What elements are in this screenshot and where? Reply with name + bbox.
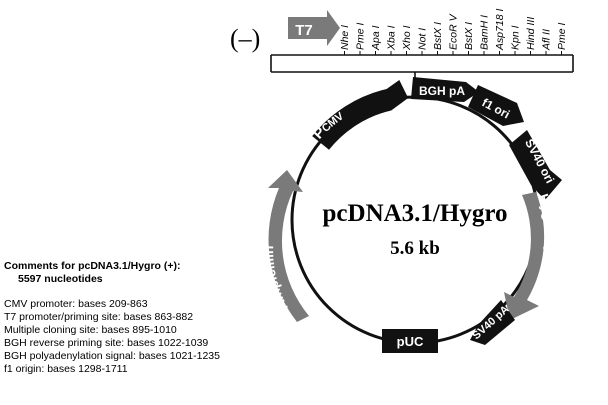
plasmid-size: 5.6 kb	[390, 238, 440, 259]
comment-line: T7 promoter/priming site: bases 863-882	[4, 311, 194, 323]
restriction-site-label: Hind III	[525, 17, 537, 50]
restriction-site-label: Kpn I	[510, 25, 522, 50]
restriction-site-label: Pme I	[556, 22, 568, 50]
restriction-site-label: Pme I	[355, 22, 367, 50]
restriction-site-label: EcoR V	[448, 13, 460, 50]
sv40-pa-arrow	[470, 300, 515, 345]
restriction-site-label: Not I	[417, 28, 429, 50]
comments-panel: Comments for pcDNA3.1/Hygro (+): 5597 nu…	[4, 260, 294, 376]
comment-line: BGH polyadenylation signal: bases 1021-1…	[4, 350, 220, 362]
restriction-site-label: BstX I	[463, 22, 475, 50]
puc-box	[382, 329, 438, 353]
comment-line: f1 origin: bases 1298-1711	[4, 363, 128, 375]
hygromycin-arrow	[504, 192, 545, 320]
ampicillin-arrow	[268, 170, 309, 322]
comments-heading: Comments for pcDNA3.1/Hygro (+):	[4, 260, 181, 272]
restriction-site-label: Nhe I	[339, 25, 351, 50]
comment-line: BGH reverse priming site: bases 1022-103…	[4, 337, 209, 349]
comment-line: Multiple cloning site: bases 895-1010	[4, 324, 177, 336]
restriction-site-label: Xba I	[386, 25, 398, 51]
plasmid-name: pcDNA3.1/Hygro	[323, 200, 508, 227]
restriction-site-label: Afl II	[541, 29, 553, 51]
restriction-site-label: Apa I	[370, 25, 382, 51]
sv40-ori-arrow	[509, 130, 562, 200]
restriction-site-label: BamH I	[479, 15, 491, 50]
t7-arrow	[288, 10, 340, 46]
restriction-site-label: Asp718 I	[494, 8, 506, 51]
comments-subheading: 5597 nucleotides	[18, 273, 103, 285]
cmv-promoter-arrow	[312, 80, 409, 150]
puc-label: pUC	[397, 334, 424, 349]
bgh-pa-arrow	[411, 77, 479, 102]
bgh-pa-label: BGH pA	[419, 84, 465, 98]
strand-label: (–)	[230, 24, 260, 53]
restriction-site-label: Xho I	[401, 25, 413, 51]
f1-ori-arrow	[468, 85, 524, 126]
comment-line: CMV promoter: bases 209-863	[4, 298, 148, 310]
t7-label: T7	[295, 22, 313, 39]
restriction-site-label: BstX I	[432, 22, 444, 50]
